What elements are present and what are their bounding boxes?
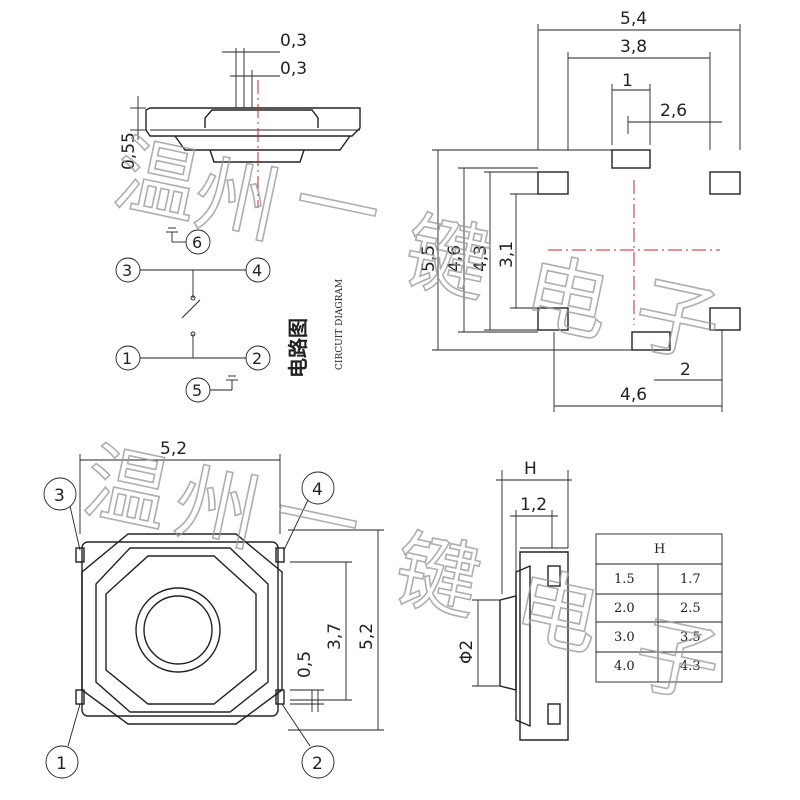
dim-4-6-v: 4,6 <box>445 245 465 272</box>
svg-text:键: 键 <box>396 202 499 315</box>
dim-1-2: 1,2 <box>520 495 547 515</box>
dim-0-55: 0,55 <box>119 132 139 170</box>
circuit-pin-3: 3 <box>122 261 132 280</box>
watermark: 温 州 一 键 电 子 温 州 一 键 电 子 <box>75 123 729 718</box>
svg-text:一: 一 <box>286 152 389 265</box>
svg-text:子: 子 <box>626 264 729 377</box>
svg-text:电: 电 <box>506 556 609 669</box>
table-cell: 3.5 <box>680 630 701 645</box>
svg-text:温: 温 <box>106 124 209 237</box>
svg-text:温: 温 <box>76 432 179 545</box>
table-header: H <box>654 542 665 557</box>
circuit-pin-2: 2 <box>252 349 262 368</box>
table-cell: 4.0 <box>614 659 635 674</box>
dim-0-3-a: 0,3 <box>280 31 307 51</box>
svg-text:电: 电 <box>516 242 619 355</box>
table-cell: 1.5 <box>614 572 635 587</box>
dim-3-1: 3,1 <box>497 241 517 268</box>
circuit-pin-5: 5 <box>192 381 202 400</box>
circuit-title-en: CIRCUIT DIAGRAM <box>335 279 345 370</box>
dim-phi-2: Φ2 <box>457 640 477 664</box>
top-pin-4: 4 <box>312 480 323 500</box>
dim-5-4: 5,4 <box>620 9 647 29</box>
circuit-diagram: 3 4 6 1 2 5 电路图 CIRCUIT DIAGRAM <box>115 227 345 403</box>
circuit-title-cn: 电路图 <box>286 318 310 378</box>
svg-text:键: 键 <box>386 520 489 633</box>
dim-3-8: 3,8 <box>620 37 647 57</box>
table-cell: 2.0 <box>614 601 635 616</box>
table-cell: 3.0 <box>614 630 635 645</box>
dim-top-5-2-v: 5,2 <box>357 623 377 650</box>
dim-4-6-h: 4,6 <box>620 385 647 405</box>
dim-4-3: 4,3 <box>471 245 491 272</box>
table-cell: 4.3 <box>680 659 701 674</box>
dim-2: 2 <box>680 360 691 380</box>
dim-h: H <box>524 459 537 479</box>
circuit-pin-6: 6 <box>192 233 202 252</box>
side-view: 0,3 0,3 0,55 <box>119 31 361 208</box>
circuit-pin-4: 4 <box>252 261 262 280</box>
dim-5-5: 5,5 <box>419 245 439 272</box>
dim-0-3-b: 0,3 <box>280 59 307 79</box>
top-pin-3: 3 <box>54 486 65 506</box>
dim-top-5-2-h: 5,2 <box>160 439 187 459</box>
circuit-pin-1: 1 <box>122 349 132 368</box>
dim-1: 1 <box>622 71 633 91</box>
top-pin-1: 1 <box>56 754 67 774</box>
dim-2-6: 2,6 <box>660 101 687 121</box>
table-cell: 2.5 <box>680 601 701 616</box>
top-pin-2: 2 <box>312 754 323 774</box>
footprint-view: 5,4 3,8 1 2,6 5,5 4,6 4,3 3,1 2 4,6 <box>419 9 741 412</box>
dim-top-3-7: 3,7 <box>325 623 345 650</box>
height-side-view: H 1,2 Φ2 <box>457 459 572 741</box>
solder-pads <box>537 149 741 351</box>
top-view: 5,2 3,7 5,2 0,5 3 4 1 2 <box>43 439 384 779</box>
height-table: H 1.5 1.7 2.0 2.5 3.0 3.5 4.0 4.3 <box>595 533 723 683</box>
svg-text:一: 一 <box>266 464 369 577</box>
dim-top-0-5: 0,5 <box>295 651 315 678</box>
svg-text:子: 子 <box>626 604 729 717</box>
svg-text:州: 州 <box>186 144 289 257</box>
table-cell: 1.7 <box>680 572 701 587</box>
svg-text:州: 州 <box>166 452 269 565</box>
